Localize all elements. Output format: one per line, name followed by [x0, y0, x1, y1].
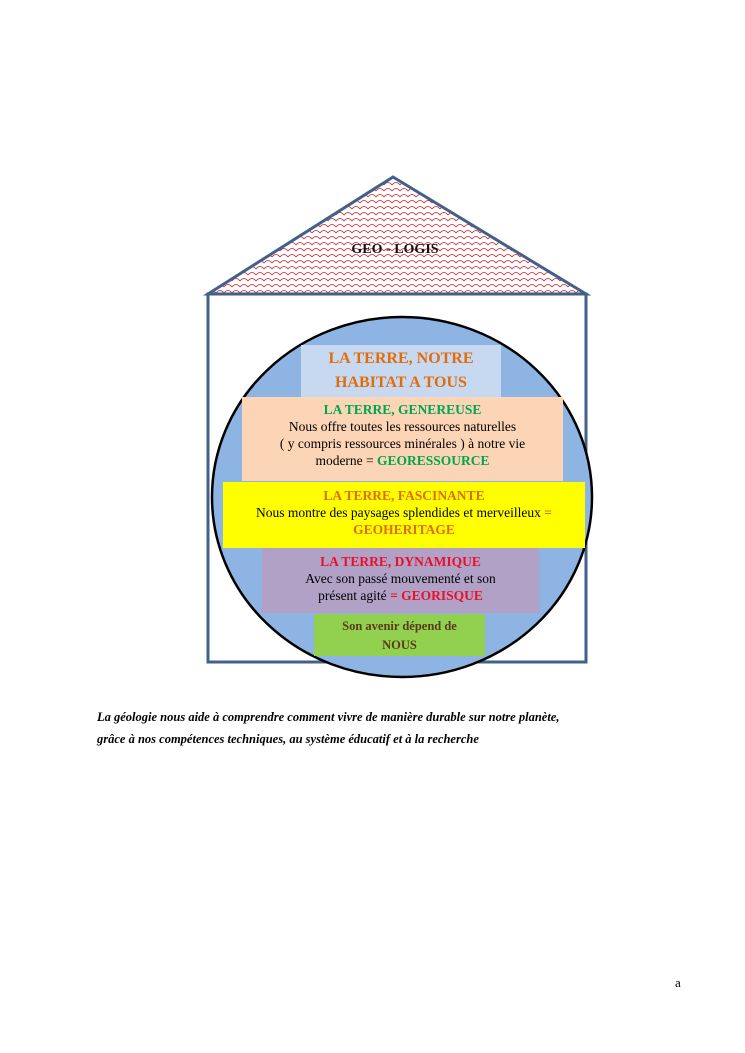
genereuse-line2: ( y compris ressources minérales ) à not…: [279, 436, 526, 451]
page-number: a: [675, 975, 681, 990]
habitat-line1: LA TERRE, NOTRE: [328, 350, 474, 367]
georessource-tag: GEORESSOURCE: [377, 453, 490, 468]
roof-title: GEO - LOGIS: [351, 242, 439, 257]
caption-line1: La géologie nous aide à comprendre comme…: [97, 710, 560, 724]
roof: [202, 175, 592, 296]
fascinante-block: LA TERRE, FASCINANTE Nous montre des pay…: [223, 482, 585, 548]
dynamique-block: LA TERRE, DYNAMIQUE Avec son passé mouve…: [262, 548, 539, 613]
avenir-line2: NOUS: [382, 638, 417, 652]
avenir-block: Son avenir dépend de NOUS: [314, 614, 485, 656]
dynamique-line2: présent agité: [318, 588, 391, 603]
caption: La géologie nous aide à comprendre comme…: [97, 706, 697, 750]
genereuse-title: LA TERRE, GENEREUSE: [323, 402, 482, 417]
genereuse-block: LA TERRE, GENEREUSE Nous offre toutes le…: [242, 397, 563, 481]
avenir-line1: Son avenir dépend de: [342, 619, 457, 633]
habitat-line2: HABITAT A TOUS: [335, 374, 467, 391]
habitat-block: LA TERRE, NOTRE HABITAT A TOUS: [301, 345, 501, 397]
fascinante-eq: =: [544, 505, 552, 520]
fascinante-line1: Nous montre des paysages splendides et m…: [255, 505, 545, 520]
genereuse-line3: moderne =: [315, 453, 378, 468]
caption-line2: grâce à nos compétences techniques, au s…: [97, 732, 479, 746]
geoheritage-tag: GEOHERITAGE: [353, 522, 455, 537]
fascinante-title: LA TERRE, FASCINANTE: [323, 488, 485, 503]
dynamique-line1: Avec son passé mouvementé et son: [305, 571, 496, 586]
dynamique-title: LA TERRE, DYNAMIQUE: [320, 554, 481, 569]
georisque-tag: = GEORISQUE: [390, 588, 483, 603]
genereuse-line1: Nous offre toutes les ressources naturel…: [288, 419, 517, 434]
